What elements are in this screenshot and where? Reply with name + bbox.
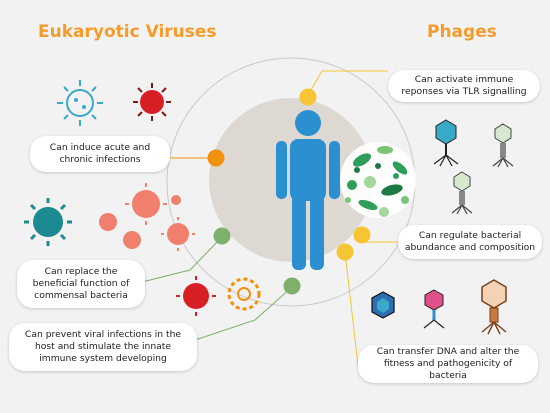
connector-lines: [129, 70, 398, 366]
callout-replace-commensal: Can replace the beneficial function of c…: [17, 260, 145, 308]
callout-replace-text: Can replace the beneficial function of c…: [32, 266, 130, 301]
green-node-2: [283, 277, 301, 295]
bacteria-cluster-icon: [340, 142, 416, 218]
callout-regulate-bacteria: Can regulate bacterial abundance and com…: [398, 225, 542, 259]
callout-transfer-text: Can transfer DNA and alter the fitness a…: [376, 346, 520, 381]
callout-prevent-infections: Can prevent viral infections in the host…: [9, 323, 197, 371]
callout-transfer-dna: Can transfer DNA and alter the fitness a…: [358, 345, 538, 383]
callout-acute-text: Can induce acute and chronic infections: [49, 142, 151, 165]
yellow-node-low: [336, 243, 354, 261]
callout-tlr-text: Can activate immune reponses via TLR sig…: [401, 74, 527, 97]
callout-tlr-signalling: Can activate immune reponses via TLR sig…: [388, 70, 540, 102]
virus-icon: [24, 80, 261, 316]
callout-prevent-text: Can prevent viral infections in the host…: [24, 329, 182, 364]
yellow-node-mid: [353, 226, 371, 244]
heading-phages: Phages: [427, 22, 497, 42]
callout-regulate-text: Can regulate bacterial abundance and com…: [404, 230, 536, 253]
green-node-1: [213, 227, 231, 245]
orange-node: [207, 149, 225, 167]
heading-eukaryotic-viruses: Eukaryotic Viruses: [38, 22, 217, 42]
bacteriophage-icon: [371, 119, 514, 335]
yellow-node-top: [299, 88, 317, 106]
callout-acute-infections: Can induce acute and chronic infections: [30, 136, 170, 172]
human-figure-icon: [276, 110, 340, 270]
